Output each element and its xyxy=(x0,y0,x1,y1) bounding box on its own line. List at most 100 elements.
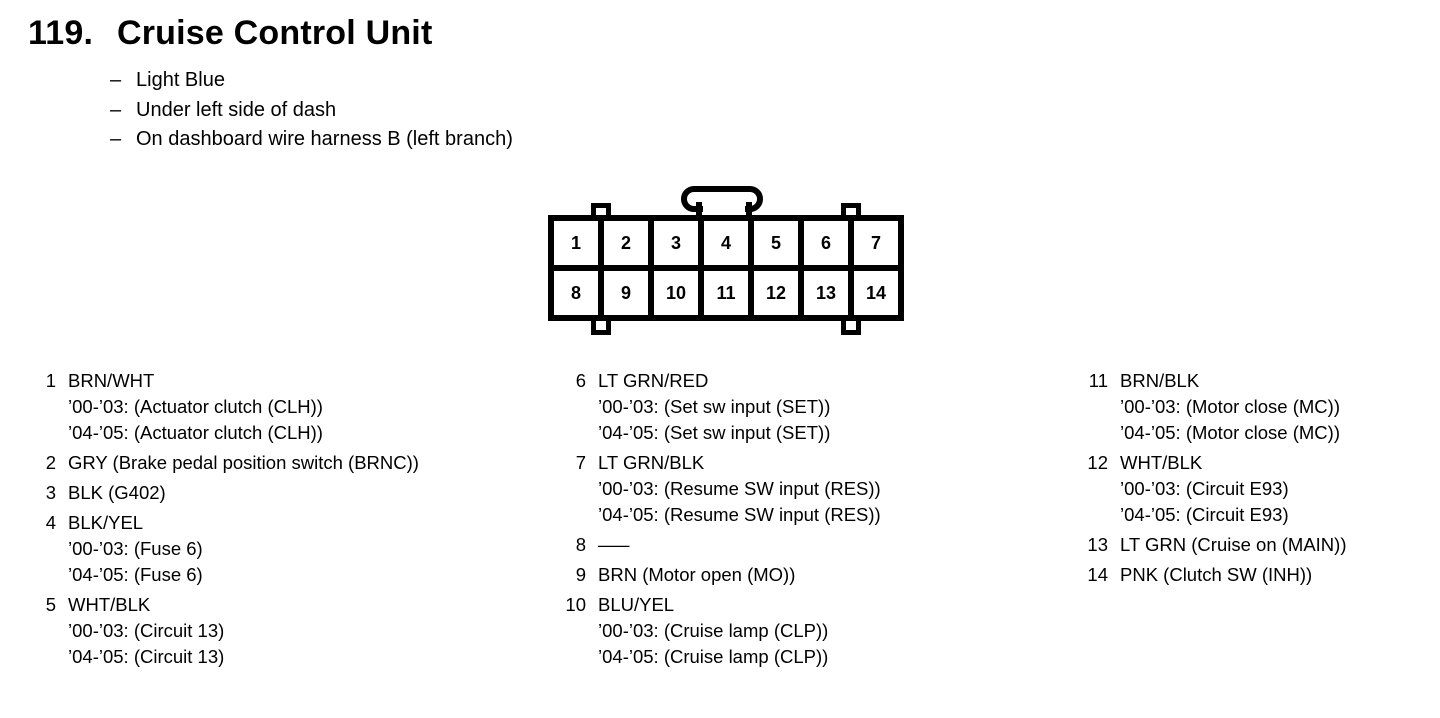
pin-wire-color: BRN/WHT xyxy=(68,370,155,391)
pin-year-function: ’04-’05: (Motor close (MC)) xyxy=(1120,422,1340,443)
pin-wire-color: BLU/YEL xyxy=(598,594,675,615)
pin-year-function: ’00-’03: (Set sw input (SET)) xyxy=(598,396,831,417)
connector-pin-cell: 12 xyxy=(754,271,798,315)
pin-description: BRN/WHT’00-’03: (Actuator clutch (CLH))’… xyxy=(68,368,323,446)
note-dash: – xyxy=(110,128,122,150)
connector-tab-top-right xyxy=(841,203,861,215)
pin-description: PNK (Clutch SW (INH)) xyxy=(1120,562,1312,588)
pin-number: 9 xyxy=(575,564,586,585)
pin-entry: 3 BLK (G402) xyxy=(30,480,419,506)
note-dash: – xyxy=(110,98,122,121)
pin-year-function: ’04-’05: (Circuit E93) xyxy=(1120,504,1289,525)
pin-entry: 4 BLK/YEL ’00-’03: (Fuse 6) ’04-’05: (Fuse … xyxy=(30,510,419,588)
connector-tab-bottom-right xyxy=(841,321,861,335)
pin-number: 5 xyxy=(45,594,56,615)
connector-pin-cell: 7 xyxy=(854,221,898,265)
pin-number: 7 xyxy=(575,452,586,473)
pin-list-column-2: 6 LT GRN/RED ’00-’03: (Set sw input (SET))… xyxy=(556,368,881,674)
pin-description: BLK (G402) xyxy=(68,480,166,506)
pin-description: BLK/YEL ’00-’03: (Fuse 6) ’04-’05: (Fuse 6… xyxy=(68,510,203,588)
no-connection-dash: — xyxy=(598,534,630,555)
connector-pin-cell: 1 xyxy=(554,221,598,265)
pin-entry: 14 PNK (Clutch SW (INH)) xyxy=(1084,562,1346,588)
connector-pin-cell: 8 xyxy=(554,271,598,315)
connector-pin-cell: 9 xyxy=(604,271,648,315)
connector-pin-cell: 2 xyxy=(604,221,648,265)
pin-year-function: ’00-’03: (Circuit 13) xyxy=(68,620,225,641)
pin-number: 14 xyxy=(1087,564,1108,585)
pin-number: 11 xyxy=(1088,370,1108,391)
note-item: –Under left side of dash xyxy=(110,96,513,126)
pin-description: BRN/BLK ’00-’03: (Motor close (MC)) ’04-’0… xyxy=(1120,368,1340,446)
pin-number: 1 xyxy=(45,370,56,391)
pin-year-function: ’04-’05: (Cruise lamp (CLP)) xyxy=(598,646,829,667)
pin-entry: 10 BLU/YEL ’00-’03: (Cruise lamp (CLP)) ’04… xyxy=(556,592,881,670)
pin-entry: 6 LT GRN/RED ’00-’03: (Set sw input (SET))… xyxy=(556,368,881,446)
pin-description: WHT/BLK ’00-’03: (Circuit E93) ’04-’05: (C… xyxy=(1120,450,1289,528)
pin-entry: 11 BRN/BLK ’00-’03: (Motor close (MC)) ’04-… xyxy=(1084,368,1346,446)
connector-pin-cell: 4 xyxy=(704,221,748,265)
pin-number: 12 xyxy=(1087,452,1108,473)
pin-wire-color: — xyxy=(598,532,629,558)
pin-description: BRN (Motor open (MO)) xyxy=(598,562,795,588)
connector-pin-cell: 3 xyxy=(654,221,698,265)
note-item: –On dashboard wire harness B (left branc… xyxy=(110,125,513,155)
note-item: –Light Blue xyxy=(110,66,513,96)
pin-year-function: ’00-’03: (Fuse 6) xyxy=(68,538,203,559)
pin-year-function: ’00-’03: (Circuit E93) xyxy=(1120,478,1289,499)
pin-wire-color: BLK (G402) xyxy=(68,482,166,503)
pin-description: LT GRN/BLK’00-’03: (Resume SW input (RES… xyxy=(598,450,881,528)
connector-pin-cell: 5 xyxy=(754,221,798,265)
connector-latch-stem-right xyxy=(746,202,752,217)
page-title: Cruise Control Unit xyxy=(117,14,433,52)
pin-number: 6 xyxy=(575,370,586,391)
pin-entry: 1 BRN/WHT’00-’03: (Actuator clutch (CLH))… xyxy=(30,368,419,446)
pin-description: GRY (Brake pedal position switch (BRNC)) xyxy=(68,450,419,476)
pin-number: 10 xyxy=(565,594,586,615)
connector-tab-top-left xyxy=(591,203,611,215)
pin-wire-color: WHT/BLK xyxy=(1120,452,1203,473)
pin-number: 3 xyxy=(45,482,56,503)
connector-tab-bottom-left xyxy=(591,321,611,335)
notes-list: –Light Blue–Under left side of dash–On d… xyxy=(110,66,513,155)
pin-year-function: ’04-’05: (Set sw input (SET)) xyxy=(598,422,831,443)
note-text: On dashboard wire harness B (left branch… xyxy=(136,128,513,150)
pin-year-function: ’00-’03: (Cruise lamp (CLP)) xyxy=(598,620,829,641)
pin-wire-color: LT GRN (Cruise on (MAIN)) xyxy=(1120,534,1347,555)
pin-number: 8 xyxy=(575,534,586,555)
note-text: Light Blue xyxy=(136,69,225,91)
pin-description: LT GRN/RED ’00-’03: (Set sw input (SET)) ’… xyxy=(598,368,830,446)
pin-year-function: ’04-’05: (Fuse 6) xyxy=(68,564,203,585)
pin-number: 4 xyxy=(45,512,56,533)
pin-list-column-1: 1 BRN/WHT’00-’03: (Actuator clutch (CLH))… xyxy=(30,368,419,674)
pin-number: 13 xyxy=(1087,534,1108,555)
section-number: 119. xyxy=(28,14,94,52)
connector-pin-cell: 6 xyxy=(804,221,848,265)
pin-entry: 5 WHT/BLK ’00-’03: (Circuit 13) ’04-’05: (C… xyxy=(30,592,419,670)
note-text: Under left side of dash xyxy=(136,98,337,121)
pin-entry: 8— xyxy=(556,532,881,558)
connector-pin-cell: 13 xyxy=(804,271,848,315)
pin-entry: 2 GRY (Brake pedal position switch (BRNC)… xyxy=(30,450,419,476)
pin-year-function: ’04-’05: (Circuit 13) xyxy=(68,646,225,667)
pin-wire-color: GRY (Brake pedal position switch (BRNC)) xyxy=(68,452,419,473)
pin-wire-color: WHT/BLK xyxy=(68,594,151,615)
pin-entry: 13 LT GRN (Cruise on (MAIN)) xyxy=(1084,532,1346,558)
pin-wire-color: BLK/YEL xyxy=(68,512,144,533)
pin-entry: 12 WHT/BLK ’00-’03: (Circuit E93) ’04-’05: … xyxy=(1084,450,1346,528)
pin-description: BLU/YEL ’00-’03: (Cruise lamp (CLP)) ’04-’… xyxy=(598,592,828,670)
connector-latch-stem-left xyxy=(696,202,702,217)
pin-year-function: ’00-’03: (Motor close (MC)) xyxy=(1120,396,1340,417)
pin-wire-color: BRN/BLK xyxy=(1120,370,1200,391)
pin-description: LT GRN (Cruise on (MAIN)) xyxy=(1120,532,1346,558)
pin-number: 2 xyxy=(45,452,56,473)
connector-pin-cell: 11 xyxy=(704,271,748,315)
connector-pin-cell: 14 xyxy=(854,271,898,315)
pin-wire-color: LT GRN/RED xyxy=(598,370,709,391)
connector-pin-cell: 10 xyxy=(654,271,698,315)
connector-latch-opening xyxy=(703,201,745,212)
pin-wire-color: PNK (Clutch SW (INH)) xyxy=(1120,564,1313,585)
pin-year-function: ’04-’05: (Resume SW input (RES)) xyxy=(598,504,881,525)
pin-entry: 9 BRN (Motor open (MO)) xyxy=(556,562,881,588)
